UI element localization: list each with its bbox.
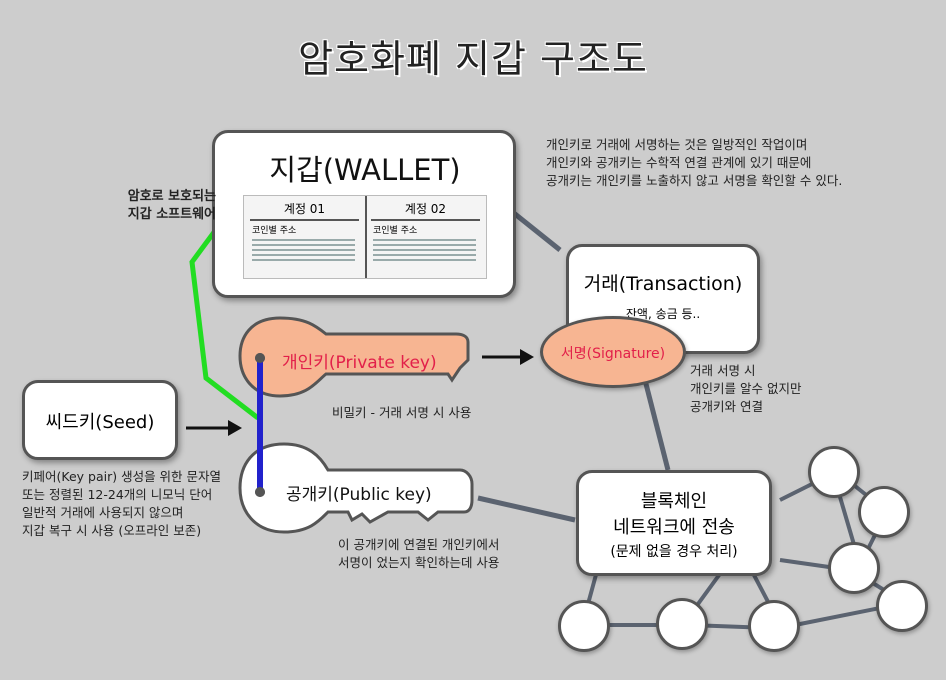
account-column-1: 계정 01 코인별 주소	[244, 196, 367, 278]
network-node	[558, 600, 610, 652]
network-node	[748, 600, 800, 652]
seed-note: 키페어(Key pair) 생성을 위한 문자열 또는 정렬된 12-24개의 …	[22, 469, 222, 538]
network-node	[828, 542, 880, 594]
seed-card: 씨드키(Seed)	[22, 380, 178, 460]
blockchain-line2: 네트워크에 전송	[613, 517, 735, 538]
private-key-note: 비밀키 - 거래 서명 시 사용	[332, 405, 472, 420]
account-column-2: 계정 02 코인별 주소	[365, 196, 486, 278]
publickey-blockchain-connector	[477, 495, 576, 523]
blockchain-line3: (문제 없을 경우 처리)	[610, 544, 738, 560]
private-key-label: 개인키(Private key)	[282, 353, 437, 373]
account-1-address-lines	[252, 239, 355, 261]
signature-note: 거래 서명 시 개인키를 알수 없지만 공개키와 연결	[690, 363, 802, 414]
network-node	[876, 580, 928, 632]
account-2-address-label: 코인별 주소	[373, 226, 418, 236]
seed-arrow	[186, 420, 242, 436]
wallet-card: 지갑(WALLET) 계정 01 코인별 주소 계정 02 코인별 주소	[212, 130, 516, 298]
account-2-address-lines	[373, 239, 476, 261]
network-node	[656, 598, 708, 650]
transaction-title: 거래(Transaction)	[583, 273, 743, 295]
wallet-title: 지갑(WALLET)	[269, 153, 461, 187]
transaction-card: 거래(Transaction) 잔액, 송금 등..	[566, 244, 760, 354]
account-table: 계정 01 코인별 주소 계정 02 코인별 주소	[243, 195, 487, 279]
public-key-note: 이 공개키에 연결된 개인키에서 서명이 었는지 확인하는데 사용	[338, 537, 500, 570]
account-2-label: 계정 02	[404, 202, 447, 216]
account-1-label: 계정 01	[283, 202, 326, 216]
wallet-note: 암호로 보호되는 지갑 소프트웨어	[127, 189, 216, 222]
blockchain-card: 블록체인 네트워크에 전송 (문제 없을 경우 처리)	[576, 470, 772, 576]
network-node	[808, 446, 860, 498]
signature-label: 서명(Signature)	[560, 346, 666, 362]
account-1-address-label: 코인별 주소	[252, 226, 297, 236]
signature-blockchain-connector	[642, 379, 671, 471]
page-title: 암호화폐 지갑 구조도	[298, 37, 648, 81]
public-key-label: 공개키(Public key)	[286, 485, 432, 505]
network-node	[858, 486, 910, 538]
blockchain-line1: 블록체인	[640, 491, 708, 512]
signature-arrow	[482, 349, 534, 365]
seed-label: 씨드키(Seed)	[45, 412, 155, 433]
wallet-key-link	[189, 214, 260, 420]
top-note: 개인키로 거래에 서명하는 것은 일방적인 작업이며 개인키와 공개키는 수학적…	[546, 137, 843, 188]
wallet-transaction-connector	[508, 208, 562, 252]
signature-badge: 서명(Signature)	[540, 316, 686, 388]
transaction-sub: 잔액, 송금 등..	[625, 307, 701, 321]
